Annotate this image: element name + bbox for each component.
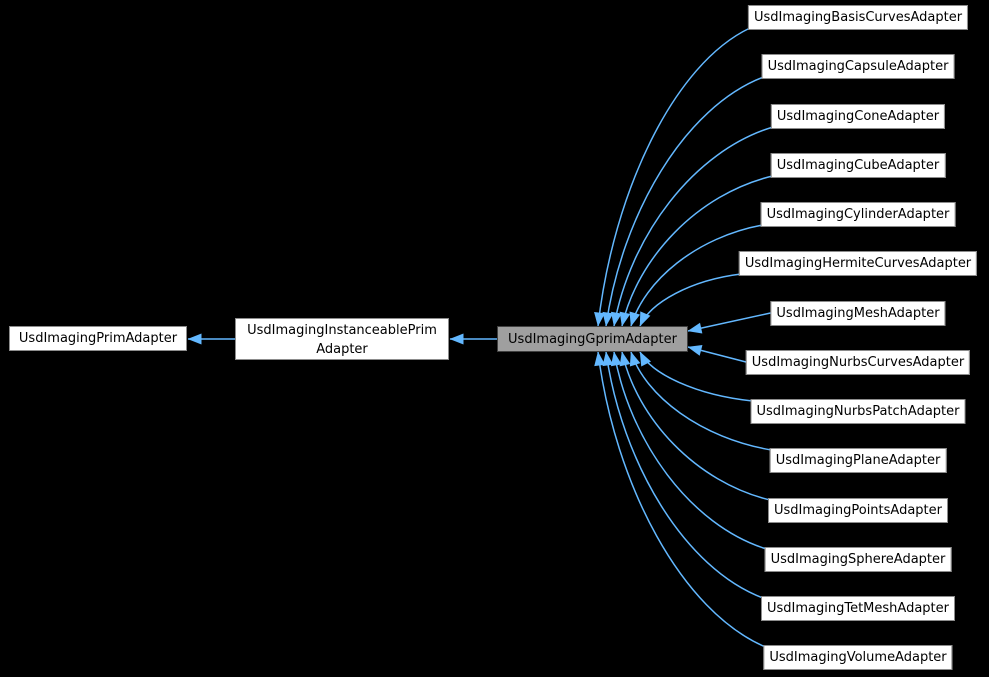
inheritance-edge [610,126,774,327]
class-node-usdimagingmeshadapter[interactable]: UsdImagingMeshAdapter [770,301,946,326]
inheritance-edge [594,27,751,327]
class-node-usdimaginghermitecurvesadapter[interactable]: UsdImagingHermiteCurvesAdapter [738,251,978,276]
class-node-usdimagingnurbspatchadapter[interactable]: UsdImagingNurbsPatchAdapter [750,399,966,424]
inheritance-edge [629,351,772,451]
class-node-usdimagingsphereadapter[interactable]: UsdImagingSphereAdapter [764,547,952,572]
class-node-usdimagingcubeadapter[interactable]: UsdImagingCubeAdapter [770,153,946,178]
class-node-usdimagingvolumeadapter[interactable]: UsdImagingVolumeAdapter [763,645,953,670]
class-node-usdimaginggprimadapter: UsdImagingGprimAdapter [497,326,688,352]
inheritance-edge [687,312,771,334]
inheritance-edge [639,351,753,402]
inheritance-edge [602,76,764,327]
class-node-usdimagingtetmeshadapter[interactable]: UsdImagingTetMeshAdapter [761,596,955,621]
class-node-usdimagingconeadapter[interactable]: UsdImagingConeAdapter [770,104,946,129]
inheritance-edge [594,351,766,648]
class-node-usdimagingprimadapter[interactable]: UsdImagingPrimAdapter [9,326,187,351]
inheritance-edge [610,351,767,550]
inheritance-edge [602,351,764,599]
class-node-usdimagingplaneadapter[interactable]: UsdImagingPlaneAdapter [769,448,947,473]
class-node-label-line1: UsdImagingInstanceablePrim [247,322,437,338]
inheritance-edge [619,175,773,327]
inheritance-edge [629,224,763,327]
class-node-usdimagingpointsadapter[interactable]: UsdImagingPointsAdapter [768,498,948,523]
class-node-label-line2: Adapter [316,341,368,357]
inheritance-edge [687,345,747,363]
inheritance-edge [619,351,771,501]
class-node-usdimagingcapsuleadapter[interactable]: UsdImagingCapsuleAdapter [761,54,955,79]
class-node-usdimaginginstanceableprimadapter[interactable]: UsdImagingInstanceablePrim Adapter [235,318,449,360]
class-node-usdimagingcylinderadapter[interactable]: UsdImagingCylinderAdapter [760,202,956,227]
class-node-usdimagingbasiscurvesadapter[interactable]: UsdImagingBasisCurvesAdapter [747,5,969,30]
inheritance-edge [639,273,742,327]
class-node-usdimagingnurbscurvesadapter[interactable]: UsdImagingNurbsCurvesAdapter [745,350,971,375]
